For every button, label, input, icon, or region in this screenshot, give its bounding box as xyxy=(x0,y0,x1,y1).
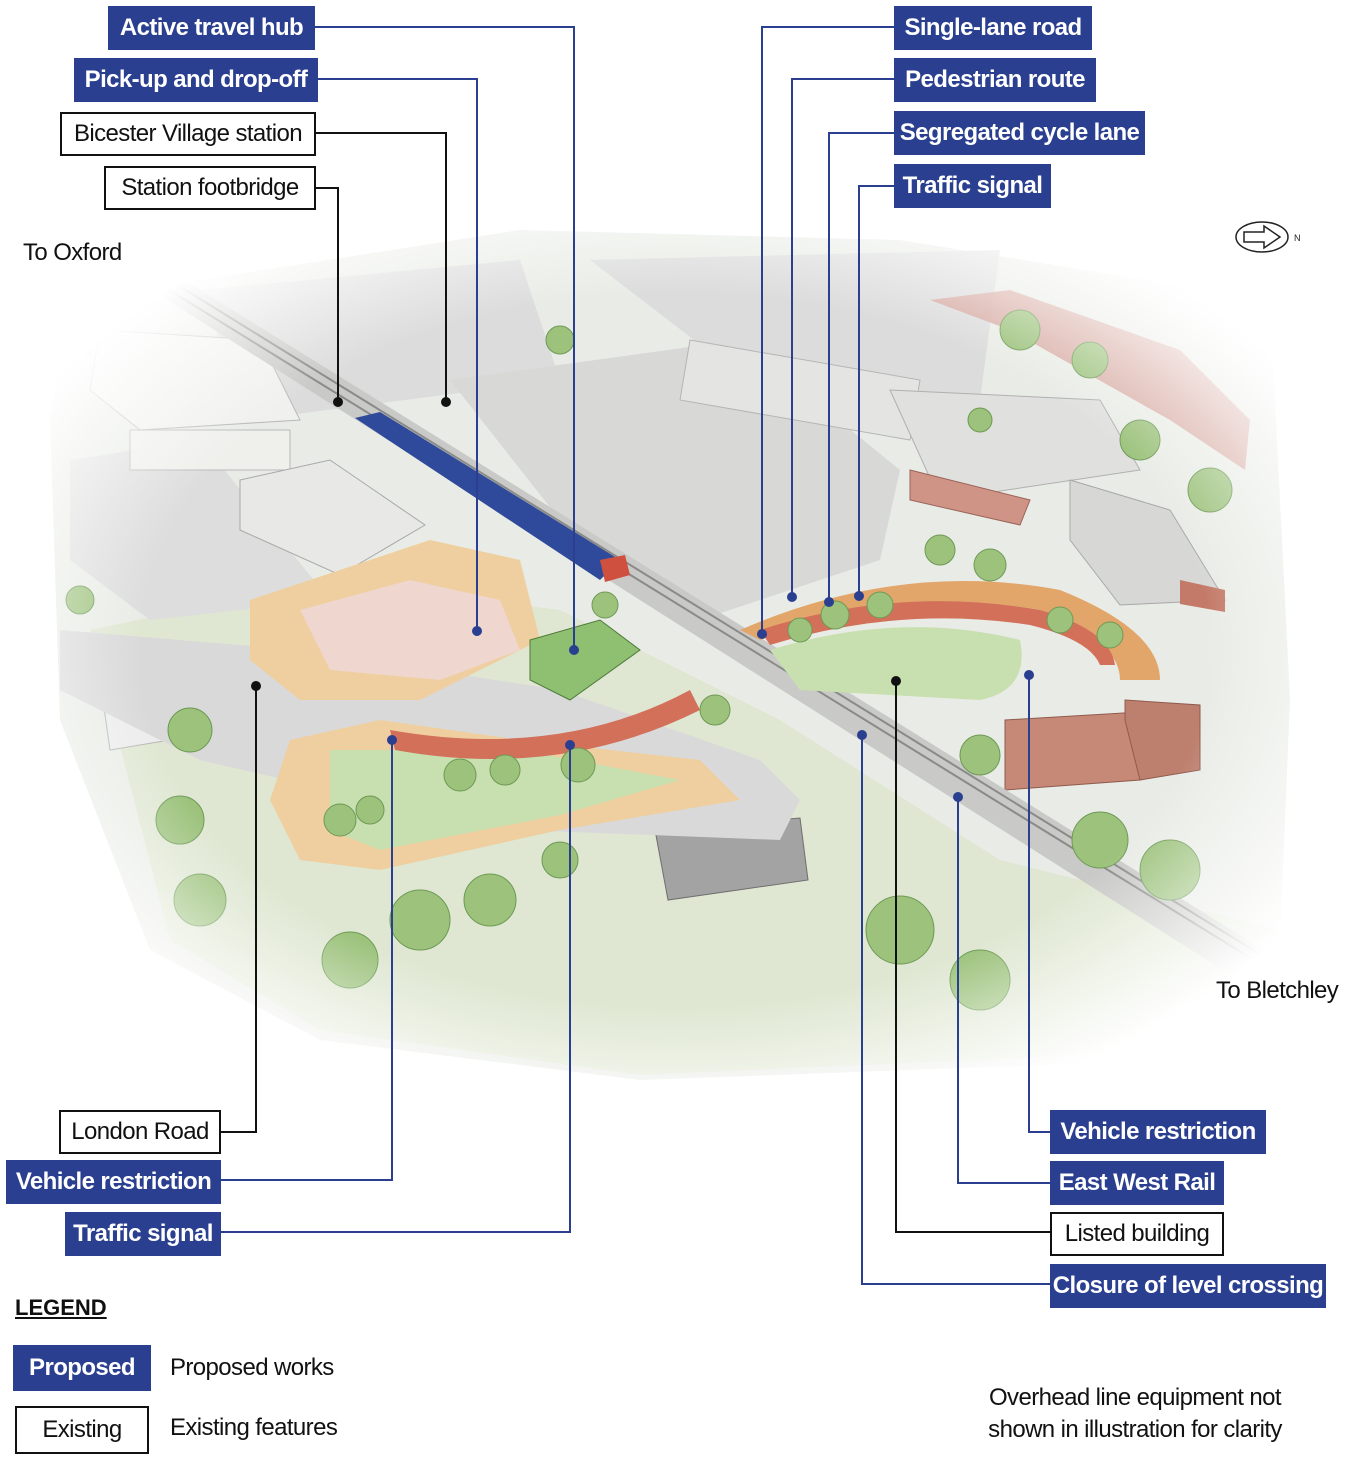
callout-east-west-rail: East West Rail xyxy=(1050,1161,1224,1205)
ole-note: Overhead line equipment not shown in ill… xyxy=(988,1384,1282,1443)
legend-proposed-key: Proposed xyxy=(13,1345,151,1391)
leader-dots xyxy=(251,397,1034,802)
legend-proposed-desc: Proposed works xyxy=(170,1354,334,1381)
callout-pickup-dropoff: Pick-up and drop-off xyxy=(74,58,318,102)
to-oxford-label: To Oxford xyxy=(23,239,122,266)
callout-traffic-signal-north: Traffic signal xyxy=(894,164,1051,208)
callout-bicester-village-station: Bicester Village station xyxy=(60,112,316,156)
to-bletchley-label: To Bletchley xyxy=(1216,977,1339,1004)
callout-closure-level-crossing: Closure of level crossing xyxy=(1050,1264,1326,1308)
callout-active-travel-hub: Active travel hub xyxy=(108,6,315,50)
north-label: N xyxy=(1294,233,1301,243)
callout-segregated-cycle-lane: Segregated cycle lane xyxy=(894,111,1145,155)
callout-single-lane-road: Single-lane road xyxy=(894,6,1092,50)
north-arrow-icon xyxy=(1235,221,1289,253)
legend-title: LEGEND xyxy=(15,1295,107,1320)
callout-listed-building: Listed building xyxy=(1050,1212,1224,1256)
callout-london-road: London Road xyxy=(59,1110,221,1154)
leader-lines xyxy=(220,26,1050,1285)
callout-vehicle-restriction-north: Vehicle restriction xyxy=(1050,1110,1266,1154)
callout-pedestrian-route: Pedestrian route xyxy=(894,58,1096,102)
callout-station-footbridge: Station footbridge xyxy=(104,166,316,210)
legend-existing-desc: Existing features xyxy=(170,1414,338,1441)
callout-vehicle-restriction-south: Vehicle restriction xyxy=(6,1160,221,1204)
callout-traffic-signal-south: Traffic signal xyxy=(65,1212,221,1256)
legend-existing-key: Existing xyxy=(15,1406,149,1454)
